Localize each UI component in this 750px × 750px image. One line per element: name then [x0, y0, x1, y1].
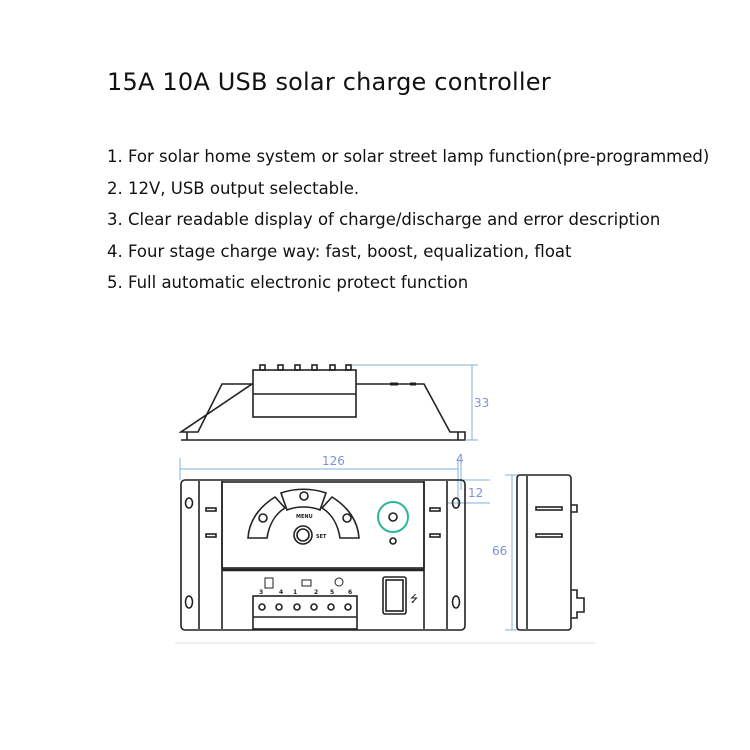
mode-label: MENU	[296, 514, 313, 520]
feature-item: 4. Four stage charge way: fast, boost, e…	[107, 241, 572, 261]
width-dimension-label: 126	[322, 454, 345, 468]
set-button	[293, 525, 313, 545]
indicator-arc	[247, 488, 360, 539]
terminal-number: 3	[259, 589, 263, 596]
set-label: SET	[316, 534, 327, 540]
power-button-ring	[377, 501, 409, 533]
solar-panel-icon	[264, 577, 274, 589]
terminal-icons: 3 4 1 2 5 6	[259, 577, 352, 596]
feature-item: 3. Clear readable display of charge/disc…	[107, 210, 661, 229]
terminal-number: 4	[279, 589, 283, 596]
usb-port	[382, 576, 407, 615]
height-dimension-label: 33	[474, 396, 489, 410]
hole-offset-x-label: 4	[456, 452, 464, 466]
terminal-number: 1	[293, 589, 297, 596]
feature-item: 2. 12V, USB output selectable.	[107, 178, 360, 198]
usb-icon: ⭍	[410, 593, 418, 605]
terminal-number: 6	[348, 589, 352, 596]
feature-list: 1. For solar home system or solar street…	[107, 145, 709, 303]
terminal-number: 5	[330, 589, 334, 596]
top-view: 33	[178, 364, 489, 441]
battery-icon	[301, 579, 312, 587]
depth-dimension-label: 66	[492, 544, 507, 558]
terminal-block	[252, 595, 358, 630]
feature-item: 5. Full automatic electronic protect fun…	[107, 273, 469, 292]
front-view: 126 4 12 MENU SET	[175, 452, 595, 644]
terminal-number: 2	[314, 589, 318, 596]
hole-offset-y-label: 12	[468, 486, 483, 500]
lamp-icon	[334, 577, 344, 587]
side-view: 66	[492, 474, 585, 631]
page-title: 15A 10A USB solar charge controller	[107, 68, 551, 96]
feature-item: 1. For solar home system or solar street…	[107, 147, 710, 166]
power-icon	[389, 537, 397, 545]
